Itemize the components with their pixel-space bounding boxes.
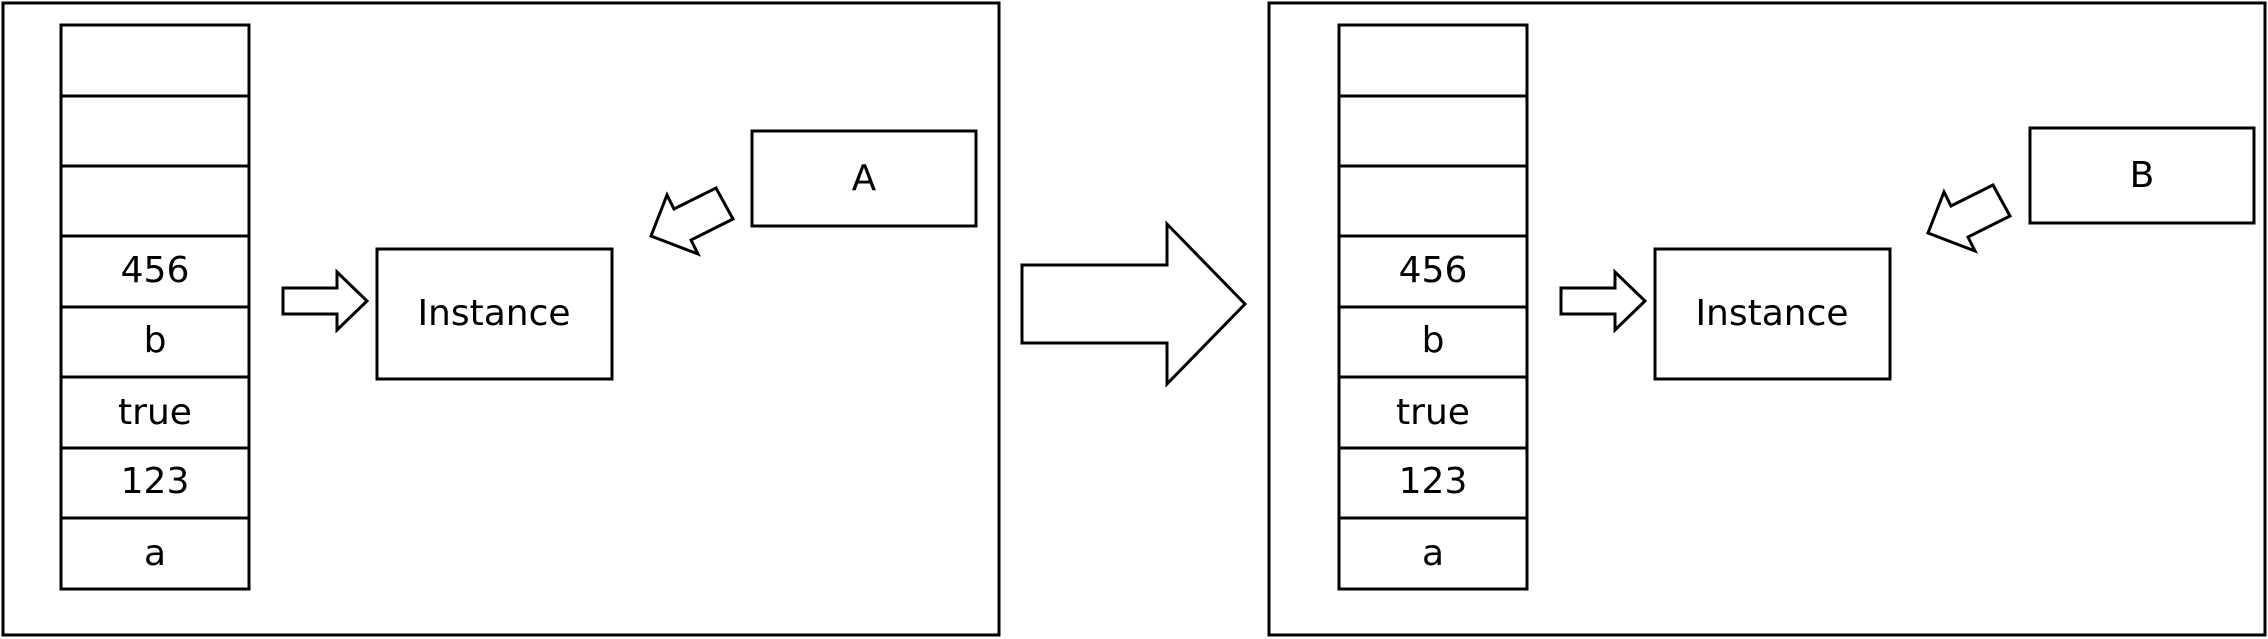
stack: 456 b true 123 a: [59, 23, 251, 591]
panel-before: 456 b true 123 a Instance: [1, 1, 1001, 637]
instance-box: Instance: [1653, 247, 1892, 381]
stack: 456 b true 123 a: [1337, 23, 1529, 591]
stack-cell-label: true: [1396, 392, 1470, 433]
stack-cell: a: [59, 516, 251, 591]
stack-cell-label: 123: [1399, 461, 1468, 502]
stack-cell: [59, 23, 251, 98]
stack-to-instance-arrow-icon: [281, 268, 370, 334]
stack-cell-label: a: [1422, 533, 1444, 574]
stack-cell-label: b: [1422, 320, 1445, 361]
stack-cell-label: 456: [121, 250, 190, 291]
stack-cell: 456: [1337, 234, 1529, 309]
stack-cell: b: [1337, 305, 1529, 379]
stack-cell-label: b: [144, 320, 167, 361]
reference-label: A: [852, 158, 877, 199]
stack-cell: [1337, 164, 1529, 238]
reference-box: A: [750, 129, 978, 228]
reference-to-instance-arrow-icon: [649, 186, 736, 257]
stack-to-instance-arrow-icon: [1559, 268, 1648, 334]
reference-label: B: [2130, 155, 2155, 196]
stack-cell: [59, 164, 251, 238]
stack-cell: 456: [59, 234, 251, 309]
panel-after: 456 b true 123 a Instance: [1267, 1, 2267, 637]
instance-label: Instance: [1695, 293, 1848, 334]
stack-cell-label: a: [144, 533, 166, 574]
instance-label: Instance: [417, 293, 570, 334]
stack-cell: [1337, 94, 1529, 168]
stack-cell: [1337, 23, 1529, 98]
stack-cell: b: [59, 305, 251, 379]
transition-arrow-icon: [1020, 220, 1248, 388]
stack-cell: 123: [1337, 446, 1529, 520]
stack-cell: 123: [59, 446, 251, 520]
stack-cell: a: [1337, 516, 1529, 591]
stack-cell: true: [59, 375, 251, 450]
reference-to-instance-arrow-icon: [1926, 183, 2013, 254]
stack-cell-label: 456: [1399, 250, 1468, 291]
stack-cell: [59, 94, 251, 168]
stack-cell: true: [1337, 375, 1529, 450]
instance-box: Instance: [375, 247, 614, 381]
stack-cell-label: 123: [121, 461, 190, 502]
stack-cell-label: true: [118, 392, 192, 433]
reference-box: B: [2028, 126, 2256, 225]
